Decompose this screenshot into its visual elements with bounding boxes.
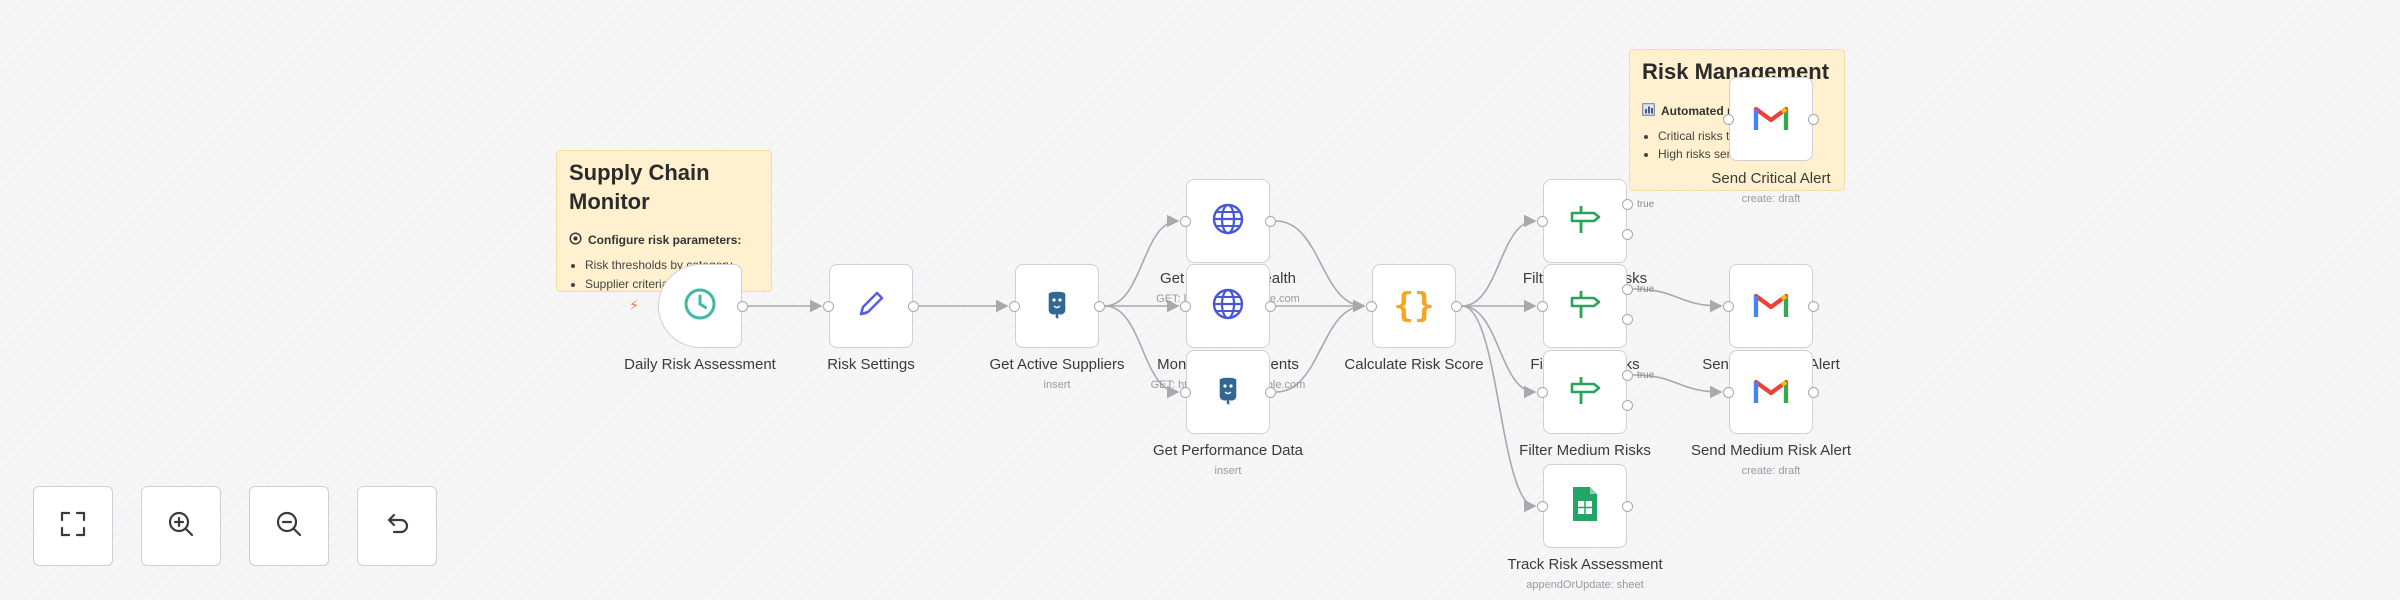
zoom-out-button[interactable]	[249, 486, 329, 566]
node-monitor-news-events[interactable]	[1186, 264, 1270, 348]
node-send-high-risk-alert[interactable]	[1729, 264, 1813, 348]
branch-label: true	[1637, 199, 1655, 210]
zoom-out-icon	[274, 509, 304, 544]
true-output-port[interactable]	[1622, 284, 1633, 295]
node-sublabel: create: draft	[1741, 193, 1801, 205]
input-port[interactable]	[1180, 301, 1191, 312]
input-port[interactable]	[1537, 216, 1548, 227]
gmail-icon	[1753, 103, 1789, 136]
filter-sign-icon	[1567, 286, 1603, 327]
input-port[interactable]	[1723, 387, 1734, 398]
node-label: Track Risk Assessment	[1507, 556, 1663, 573]
input-port[interactable]	[1537, 301, 1548, 312]
zoom-in-button[interactable]	[141, 486, 221, 566]
node-daily-risk-assessment[interactable]	[658, 264, 742, 348]
code-braces-icon: {}	[1393, 286, 1435, 326]
chart-icon	[1642, 102, 1655, 119]
input-port[interactable]	[1537, 501, 1548, 512]
output-port[interactable]	[737, 301, 748, 312]
input-port[interactable]	[1723, 301, 1734, 312]
sticky-subheading: Configure risk parameters:	[588, 233, 742, 248]
output-port[interactable]	[1265, 216, 1276, 227]
sticky-title: Supply Chain Monitor	[569, 160, 710, 214]
input-port[interactable]	[1723, 114, 1734, 125]
false-output-port[interactable]	[1622, 229, 1633, 240]
output-port[interactable]	[1808, 301, 1819, 312]
false-output-port[interactable]	[1622, 400, 1633, 411]
input-port[interactable]	[1180, 387, 1191, 398]
sticky-bullet: Supplier criteria	[585, 275, 759, 291]
filter-sign-icon	[1567, 201, 1603, 242]
trigger-bolt-icon: ⚡	[629, 297, 639, 313]
node-track-risk-assessment[interactable]	[1543, 464, 1627, 548]
node-risk-settings[interactable]	[829, 264, 913, 348]
fit-view-icon	[58, 509, 88, 544]
output-port[interactable]	[1265, 301, 1276, 312]
node-filter-high-risks[interactable]	[1543, 264, 1627, 348]
node-label: Get Performance Data	[1152, 442, 1304, 459]
zoom-in-icon	[166, 509, 196, 544]
node-filter-medium-risks[interactable]	[1543, 350, 1627, 434]
node-label: Risk Settings	[827, 356, 915, 373]
postgres-icon	[1209, 371, 1247, 414]
output-port[interactable]	[1094, 301, 1105, 312]
output-port[interactable]	[908, 301, 919, 312]
node-get-active-suppliers[interactable]	[1015, 264, 1099, 348]
node-send-medium-risk-alert[interactable]	[1729, 350, 1813, 434]
node-label: Daily Risk Assessment	[624, 356, 776, 373]
globe-icon	[1210, 286, 1246, 327]
node-sublabel: insert	[1214, 465, 1242, 477]
pencil-icon	[853, 286, 889, 327]
connection-edge[interactable]	[1461, 305, 1537, 399]
filter-sign-icon	[1567, 372, 1603, 413]
node-sublabel: appendOrUpdate: sheet	[1526, 579, 1644, 591]
node-sublabel: create: draft	[1741, 465, 1801, 477]
clock-icon	[683, 287, 717, 326]
globe-icon	[1210, 201, 1246, 242]
node-send-critical-alert[interactable]	[1729, 77, 1813, 161]
node-label: Calculate Risk Score	[1344, 356, 1484, 373]
connection-edge[interactable]	[1461, 305, 1537, 513]
gmail-icon	[1753, 290, 1789, 323]
settings-icon	[569, 232, 582, 248]
output-port[interactable]	[1265, 387, 1276, 398]
sheets-icon	[1570, 485, 1600, 528]
output-port[interactable]	[1808, 114, 1819, 125]
branch-label: true	[1637, 370, 1655, 381]
input-port[interactable]	[1537, 387, 1548, 398]
postgres-icon	[1038, 285, 1076, 328]
node-label: Send Critical Alert	[1711, 170, 1831, 187]
node-calculate-risk-score[interactable]: {}	[1372, 264, 1456, 348]
node-label: Filter Medium Risks	[1519, 442, 1651, 459]
false-output-port[interactable]	[1622, 314, 1633, 325]
true-output-port[interactable]	[1622, 370, 1633, 381]
input-port[interactable]	[1366, 301, 1377, 312]
fit-view-button[interactable]	[33, 486, 113, 566]
connection-edge[interactable]	[1461, 214, 1537, 307]
node-get-performance-data[interactable]	[1186, 350, 1270, 434]
undo-button[interactable]	[357, 486, 437, 566]
branch-label: true	[1637, 284, 1655, 295]
node-label: Get Active Suppliers	[989, 356, 1125, 373]
node-sublabel: insert	[1043, 379, 1071, 391]
node-label: Send Medium Risk Alert	[1690, 442, 1852, 459]
output-port[interactable]	[1451, 301, 1462, 312]
node-filter-critical-risks[interactable]	[1543, 179, 1627, 263]
output-port[interactable]	[1808, 387, 1819, 398]
input-port[interactable]	[823, 301, 834, 312]
undo-icon	[382, 509, 412, 544]
output-port[interactable]	[1622, 501, 1633, 512]
node-get-financial-health[interactable]	[1186, 179, 1270, 263]
input-port[interactable]	[1009, 301, 1020, 312]
true-output-port[interactable]	[1622, 199, 1633, 210]
gmail-icon	[1753, 376, 1789, 409]
input-port[interactable]	[1180, 216, 1191, 227]
